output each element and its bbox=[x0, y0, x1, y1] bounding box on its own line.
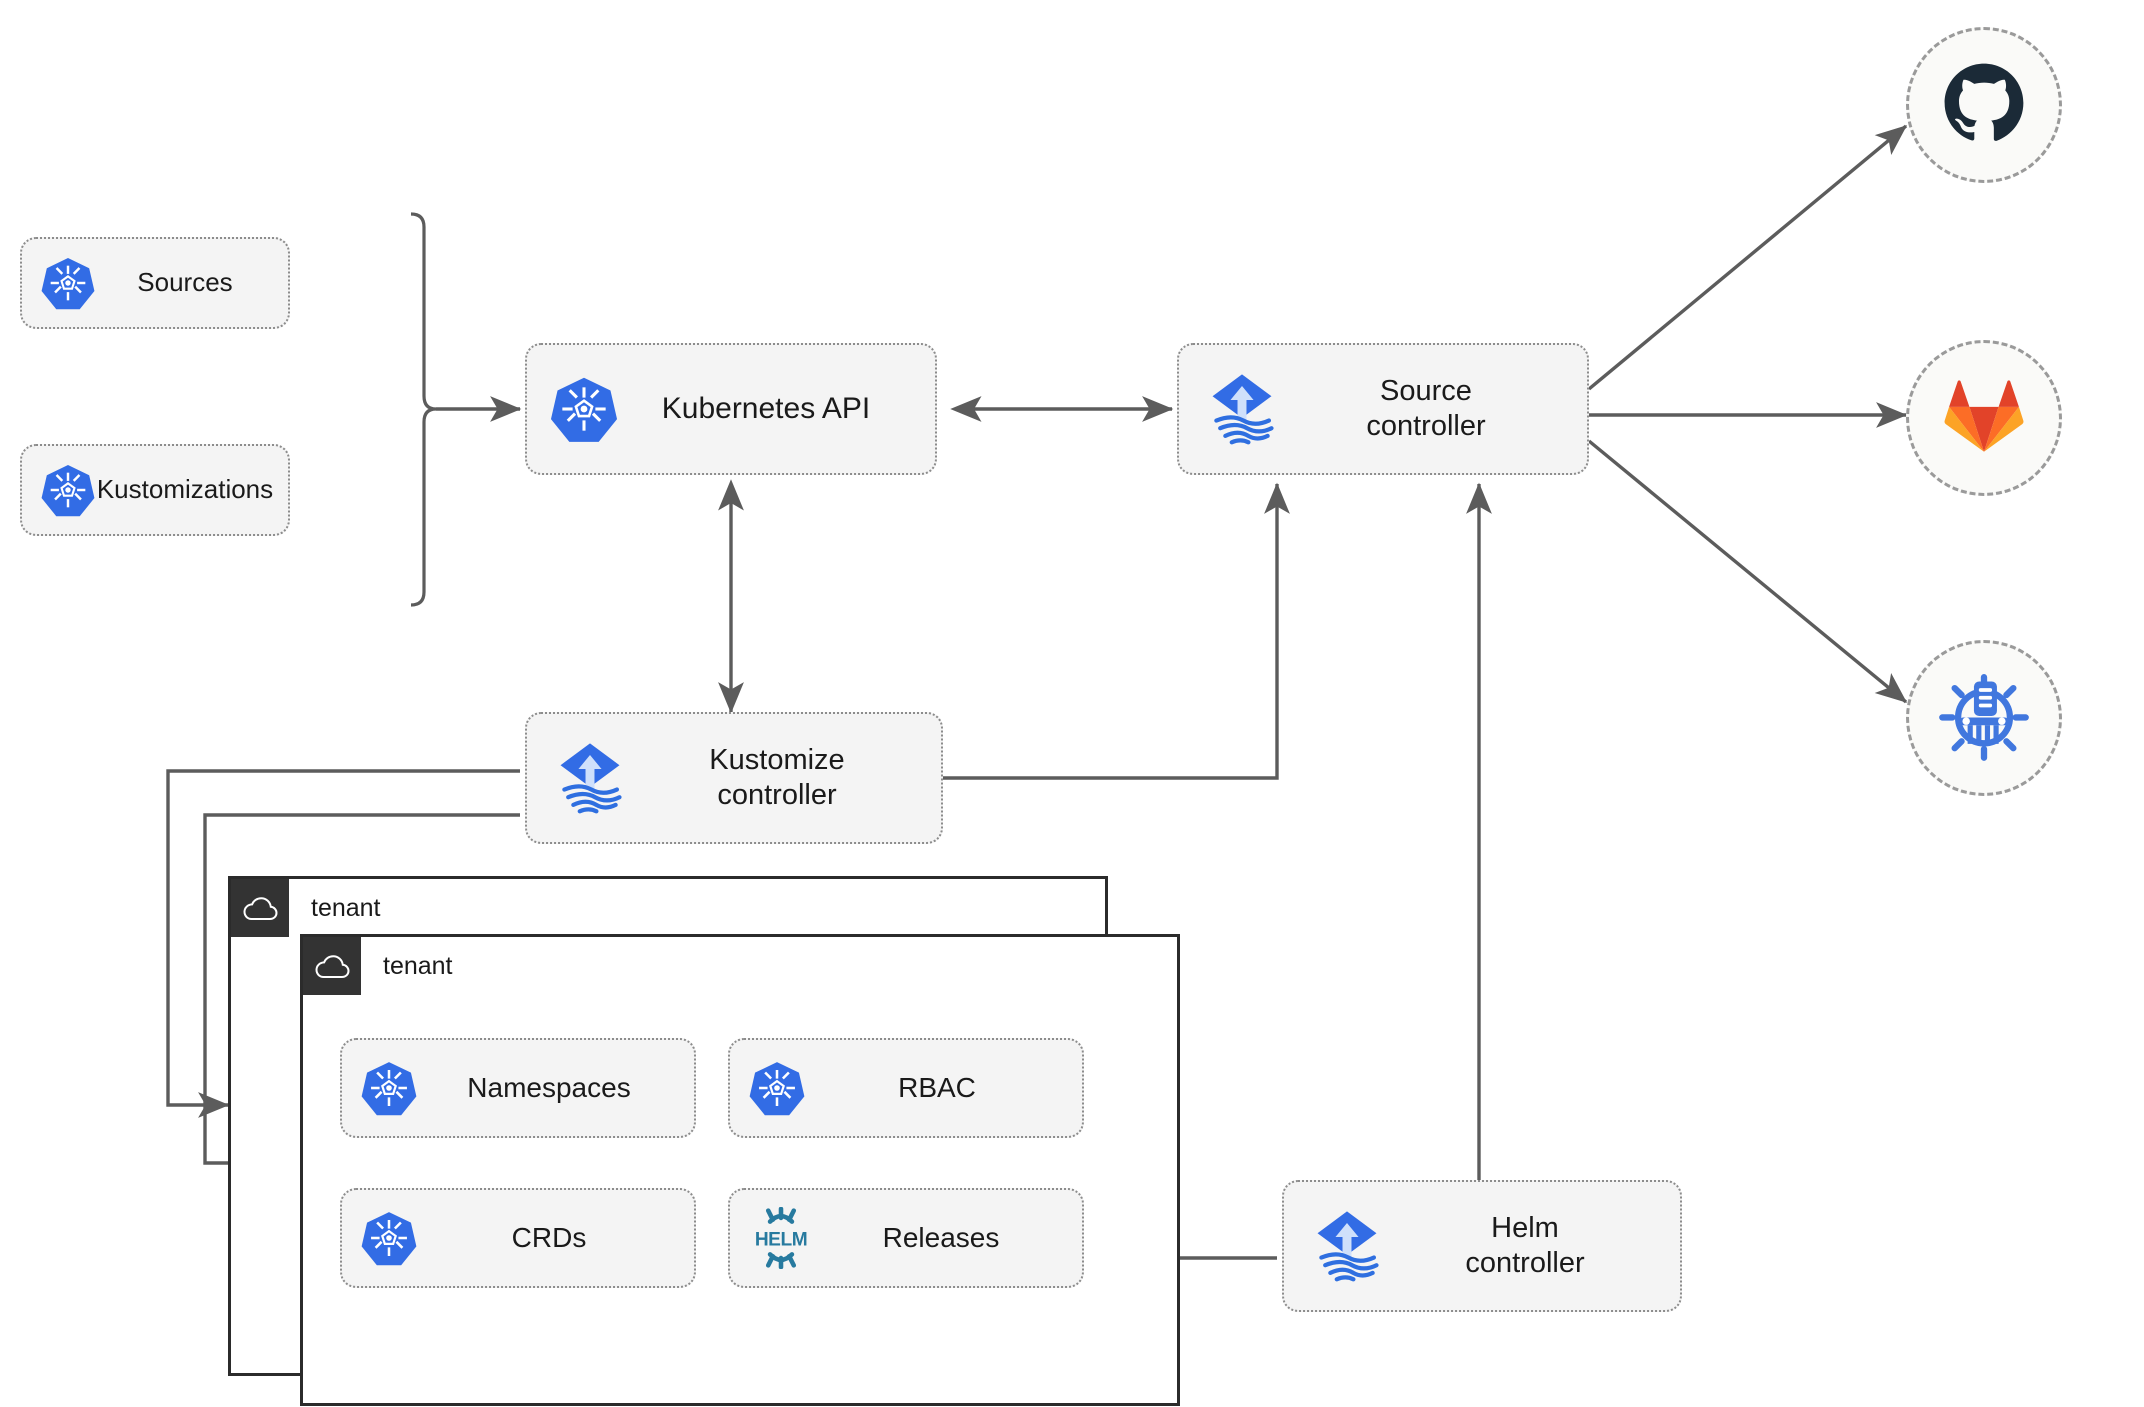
gitlab-icon bbox=[1940, 372, 2028, 465]
tenant-titlebar: tenant bbox=[231, 879, 381, 937]
kubernetes-icon bbox=[40, 255, 96, 311]
tenant-name: tenant bbox=[311, 893, 381, 922]
kustomize-controller-node[interactable]: Kustomize controller bbox=[525, 712, 943, 844]
tenant-resource-namespaces[interactable]: Namespaces bbox=[340, 1038, 696, 1138]
source-controller-node[interactable]: Source controller bbox=[1177, 343, 1589, 475]
tenant-resource-label: RBAC bbox=[898, 1071, 976, 1103]
helm-controller-node[interactable]: Helm controller bbox=[1282, 1180, 1682, 1312]
flux-icon bbox=[549, 737, 631, 819]
cloud-icon bbox=[231, 879, 289, 937]
kubernetes-icon bbox=[360, 1209, 418, 1267]
kubernetes-icon bbox=[40, 462, 96, 518]
tenant-resource-rbac[interactable]: RBAC bbox=[728, 1038, 1084, 1138]
resource-label: Sources bbox=[137, 267, 233, 298]
provider-badge-helm-repository[interactable] bbox=[1906, 640, 2062, 796]
provider-badge-gitlab[interactable] bbox=[1906, 340, 2062, 496]
helm-icon: HELM bbox=[748, 1207, 814, 1269]
tenant-resource-label: CRDs bbox=[511, 1221, 587, 1253]
tenant-panel-front[interactable]: tenant bbox=[300, 934, 1180, 1406]
tenant-resource-label: Namespaces bbox=[467, 1071, 631, 1103]
resource-card-sources[interactable]: Sources bbox=[20, 237, 290, 329]
tenant-resource-crds[interactable]: CRDs bbox=[340, 1188, 696, 1288]
github-icon bbox=[1939, 58, 2029, 153]
flux-icon bbox=[1201, 368, 1283, 450]
helm-controller-label: Helm controller bbox=[1465, 1211, 1585, 1279]
kubernetes-icon bbox=[748, 1059, 806, 1117]
resource-card-kustomizations[interactable]: Kustomizations bbox=[20, 444, 290, 536]
kubernetes-icon bbox=[549, 374, 619, 444]
resource-label: Kustomizations bbox=[96, 474, 274, 505]
kubernetes-icon bbox=[360, 1059, 418, 1117]
tenant-resource-label: Releases bbox=[882, 1221, 1000, 1253]
provider-badge-github[interactable] bbox=[1906, 27, 2062, 183]
kustomize-controller-label: Kustomize controller bbox=[709, 743, 845, 811]
helm-repository-icon bbox=[1938, 670, 2030, 767]
tenant-resource-releases[interactable]: HELM Releases bbox=[728, 1188, 1084, 1288]
cloud-icon bbox=[303, 937, 361, 995]
flux-icon bbox=[1306, 1205, 1388, 1287]
kubernetes-api-node[interactable]: Kubernetes API bbox=[525, 343, 937, 475]
tenant-name: tenant bbox=[383, 951, 453, 980]
source-controller-label: Source controller bbox=[1366, 374, 1486, 442]
kubernetes-api-label: Kubernetes API bbox=[661, 391, 871, 425]
svg-text:HELM: HELM bbox=[755, 1229, 807, 1250]
tenant-titlebar: tenant bbox=[303, 937, 453, 995]
